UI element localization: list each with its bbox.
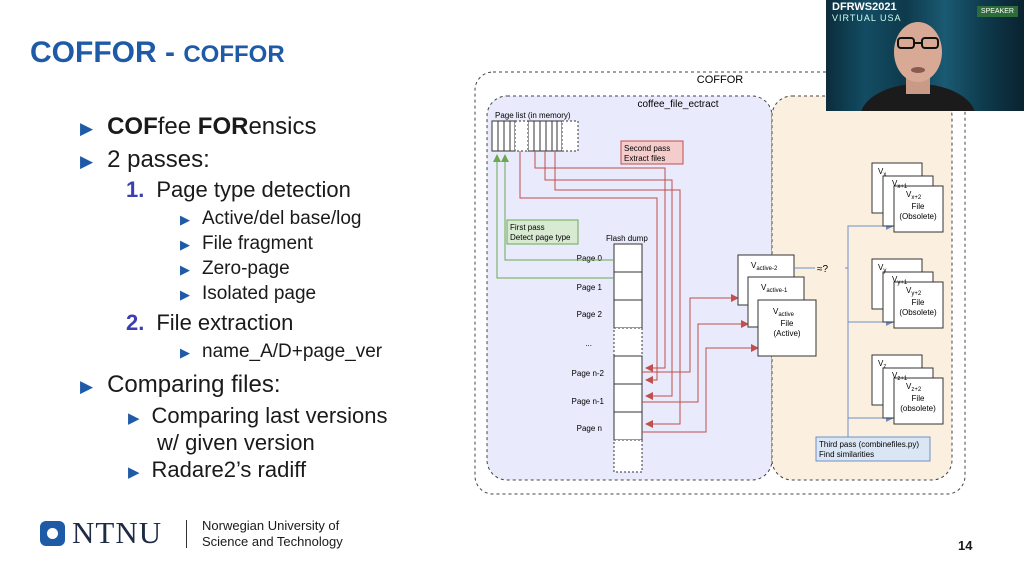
flash-dump-label: Flash dump <box>606 234 648 243</box>
second-pass-line2: Extract files <box>624 154 665 163</box>
event-sub: VIRTUAL USA <box>832 13 902 23</box>
svg-text:Vz+2: Vz+2 <box>906 382 922 393</box>
bullet-arrow-icon: ▶ <box>128 410 140 427</box>
sub-bullet-isolated: ▶Isolated page <box>180 283 317 304</box>
third-pass-box <box>815 436 931 462</box>
obsolete-group-z: Vz Vz+1 Vz+2 File (obsolete) <box>871 354 944 425</box>
first-pass-box <box>506 219 579 245</box>
page-list <box>491 120 579 152</box>
sub-bullet-radiff: ▶Radare2’s radiff <box>128 457 307 482</box>
flash-page-label: Page 0 <box>577 254 603 263</box>
bullet-arrow-icon: ▶ <box>180 212 190 227</box>
svg-text:File: File <box>912 202 925 211</box>
speaker-avatar <box>861 22 975 111</box>
second-pass-arrows <box>519 151 759 433</box>
bullet-arrow-icon: ▶ <box>180 345 190 360</box>
speaker-badge: SPEAKER <box>976 6 1018 17</box>
numbered-item-2: 2.File extraction <box>126 310 294 335</box>
page-number: 14 <box>958 538 973 553</box>
obsolete-group-x: Vx Vx+1 Vx+2 File (Obsolete) <box>871 162 944 233</box>
approx-label: ≈? <box>817 264 828 275</box>
svg-text:(Obsolete): (Obsolete) <box>899 308 937 317</box>
bullet-arrow-icon: ▶ <box>180 262 190 277</box>
university-name: Norwegian University of Science and Tech… <box>202 518 343 549</box>
flash-page-label: Page n <box>577 424 602 433</box>
bullet-coffee-forensics: ▶COFfee FORensics <box>80 113 317 140</box>
svg-text:Vactive-1: Vactive-1 <box>761 283 788 294</box>
sub-bullet-fragment: ▶File fragment <box>180 233 313 254</box>
obsolete-group-y: Vy Vy+1 Vy+2 File (Obsolete) <box>871 258 944 329</box>
page-list-label: Page list (in memory) <box>495 111 571 120</box>
bullet-arrow-icon: ▶ <box>80 152 94 171</box>
first-pass-line1: First pass <box>510 223 545 232</box>
svg-text:Vx+2: Vx+2 <box>906 190 922 201</box>
title-dash: - <box>156 36 184 69</box>
first-pass-line2: Detect page type <box>510 233 571 242</box>
event-logo: DFRWS2021 <box>832 1 897 13</box>
bullet-arrow-icon: ▶ <box>180 237 190 252</box>
bullet-two-passes: ▶2 passes: <box>80 146 210 173</box>
first-pass-arrows <box>493 154 614 279</box>
svg-text:(Active): (Active) <box>773 329 800 338</box>
third-pass-line1: Third pass (combinefiles.py) <box>819 440 919 449</box>
speaker-webcam: DFRWS2021 VIRTUAL USA SPEAKER <box>826 0 1024 111</box>
sub-bullet-zero-page: ▶Zero-page <box>180 258 290 279</box>
bullet-arrow-icon: ▶ <box>180 287 190 302</box>
bullet-comparing-files: ▶Comparing files: <box>80 371 281 398</box>
flash-page-label: Page 2 <box>577 310 603 319</box>
svg-text:Vactive-2: Vactive-2 <box>751 261 778 272</box>
coffor-outer-frame <box>474 71 966 495</box>
sub-bullet-name: ▶name_A/D+page_ver <box>180 341 383 362</box>
bullet-arrow-icon: ▶ <box>128 464 140 481</box>
svg-text:File: File <box>781 319 794 328</box>
slide-title: COFFOR - COFFOR <box>30 36 285 70</box>
svg-text:Vx: Vx <box>878 167 886 178</box>
flash-page-label: Page 1 <box>577 283 603 292</box>
svg-text:(obsolete): (obsolete) <box>900 404 936 413</box>
sub-bullet-compare-versions-cont: w/ given version <box>157 430 315 455</box>
outer-label: COFFOR <box>697 74 743 86</box>
flash-dump <box>613 243 643 473</box>
svg-text:Vz+1: Vz+1 <box>892 371 908 382</box>
ntnu-wordmark: NTNU <box>72 515 163 550</box>
footer-separator <box>186 520 187 548</box>
svg-text:File: File <box>912 394 925 403</box>
flash-page-label: Page n-2 <box>572 369 605 378</box>
sub-bullet-active: ▶Active/del base/log <box>180 208 362 229</box>
svg-text:Vy+1: Vy+1 <box>892 275 908 286</box>
title-sub: COFFOR <box>183 41 285 68</box>
active-stack <box>737 254 817 357</box>
svg-text:Vz: Vz <box>878 359 886 370</box>
sub-bullet-compare-versions: ▶Comparing last versions <box>128 403 388 428</box>
ntnu-logo-icon <box>40 521 65 546</box>
second-pass-box <box>620 140 684 165</box>
second-pass-line1: Second pass <box>624 144 670 153</box>
svg-text:Vx+1: Vx+1 <box>892 179 908 190</box>
svg-text:Vy+2: Vy+2 <box>906 286 922 297</box>
flash-page-label: ... <box>585 339 592 348</box>
flash-page-label: Page n-1 <box>572 397 605 406</box>
svg-text:(Obsolete): (Obsolete) <box>899 212 937 221</box>
svg-text:Vy: Vy <box>878 263 886 274</box>
active-stack-labels: Vactive-2 Vactive-1 Vactive File (Active… <box>751 261 801 338</box>
flash-page-labels: Page 0 Page 1 Page 2 ... Page n-2 Page n… <box>572 254 605 433</box>
bullet-arrow-icon: ▶ <box>80 119 94 138</box>
bullet-arrow-icon: ▶ <box>80 377 94 396</box>
third-pass-line2: Find similarities <box>819 450 874 459</box>
inner-label: coffee_file_ectract <box>638 99 719 110</box>
svg-text:File: File <box>912 298 925 307</box>
svg-text:Vactive: Vactive <box>773 307 795 318</box>
title-main: COFFOR <box>30 36 157 69</box>
numbered-item-1: 1.Page type detection <box>126 177 351 202</box>
compare-arrows <box>794 222 894 438</box>
